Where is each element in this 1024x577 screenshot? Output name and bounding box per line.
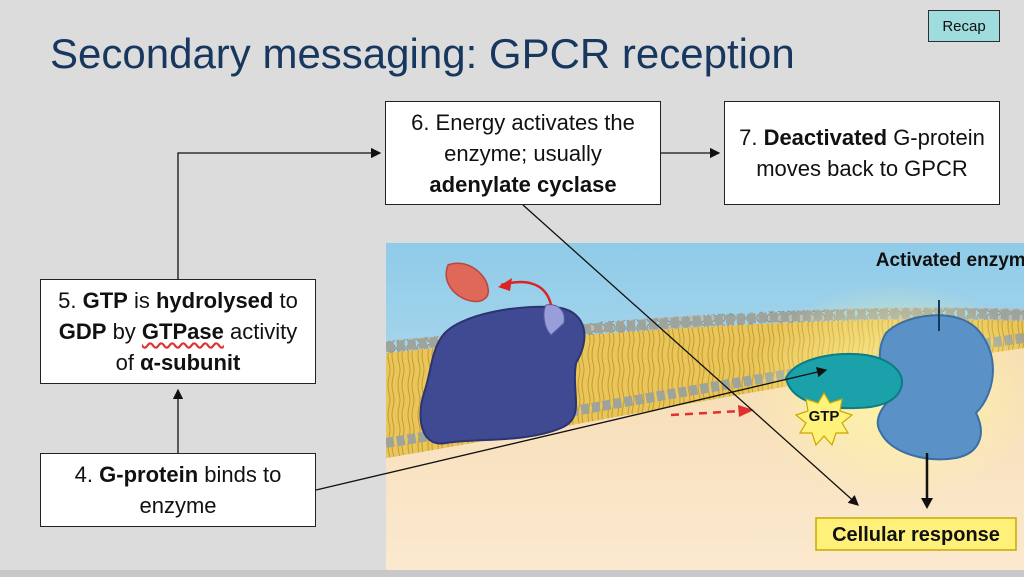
step-4-text: 4. G-protein binds to enzyme — [47, 459, 309, 521]
step-4-box: 4. G-protein binds to enzyme — [40, 453, 316, 527]
step-text-part: 6. Energy activates the enzyme; usually — [411, 109, 635, 166]
step-text-part: 5. — [58, 288, 83, 313]
gtp-label: GTP — [809, 408, 840, 425]
step-text-part: GDP — [58, 319, 107, 344]
bottom-strip — [0, 570, 1024, 577]
activated-enzyme-label: Activated enzyme — [876, 250, 1024, 271]
arrow-5-to-6 — [177, 147, 382, 279]
step-6-text: 6. Energy activates the enzyme; usually … — [392, 107, 654, 200]
step-text-part: to — [273, 288, 298, 313]
step-text-part: adenylate cyclase — [429, 171, 617, 197]
step-7-box: 7. Deactivated G-protein moves back to G… — [724, 101, 1000, 205]
step-text-part: binds to enzyme — [139, 462, 282, 518]
step-text-part: GTP — [82, 288, 128, 313]
cellular-response-box — [815, 517, 1017, 551]
step-5-box: 5. GTP is hydrolysed to GDP by GTPase ac… — [40, 279, 316, 384]
step-5-text: 5. GTP is hydrolysed to GDP by GTPase ac… — [47, 285, 309, 378]
step-text-part: G-protein moves back to GPCR — [756, 125, 985, 181]
cellular-response-label: Cellular response — [832, 524, 1000, 546]
step-6-box: 6. Energy activates the enzyme; usually … — [385, 101, 661, 205]
step-text-part: by — [106, 319, 142, 344]
slide-title: Secondary messaging: GPCR reception — [50, 30, 795, 77]
step-text-part: Deactivated — [763, 125, 888, 150]
step-text-part: 4. — [74, 462, 100, 487]
step-text-part: G-protein — [99, 462, 199, 487]
g-protein-shape — [784, 352, 903, 410]
step-text-part: 7. — [739, 125, 764, 150]
step-text-part: activity of — [115, 319, 298, 375]
step-text-part: hydrolysed — [155, 288, 274, 313]
recap-button[interactable]: Recap — [928, 10, 1000, 42]
ligand-shape — [445, 262, 490, 303]
step-text-part: is — [127, 288, 156, 313]
step-text-part: GTPase — [141, 319, 224, 344]
gpcr-membrane-figure: GTP Activated enzyme Cellular response — [386, 243, 1024, 570]
step-7-text: 7. Deactivated G-protein moves back to G… — [731, 122, 993, 184]
step-text-part: α-subunit — [140, 350, 241, 375]
